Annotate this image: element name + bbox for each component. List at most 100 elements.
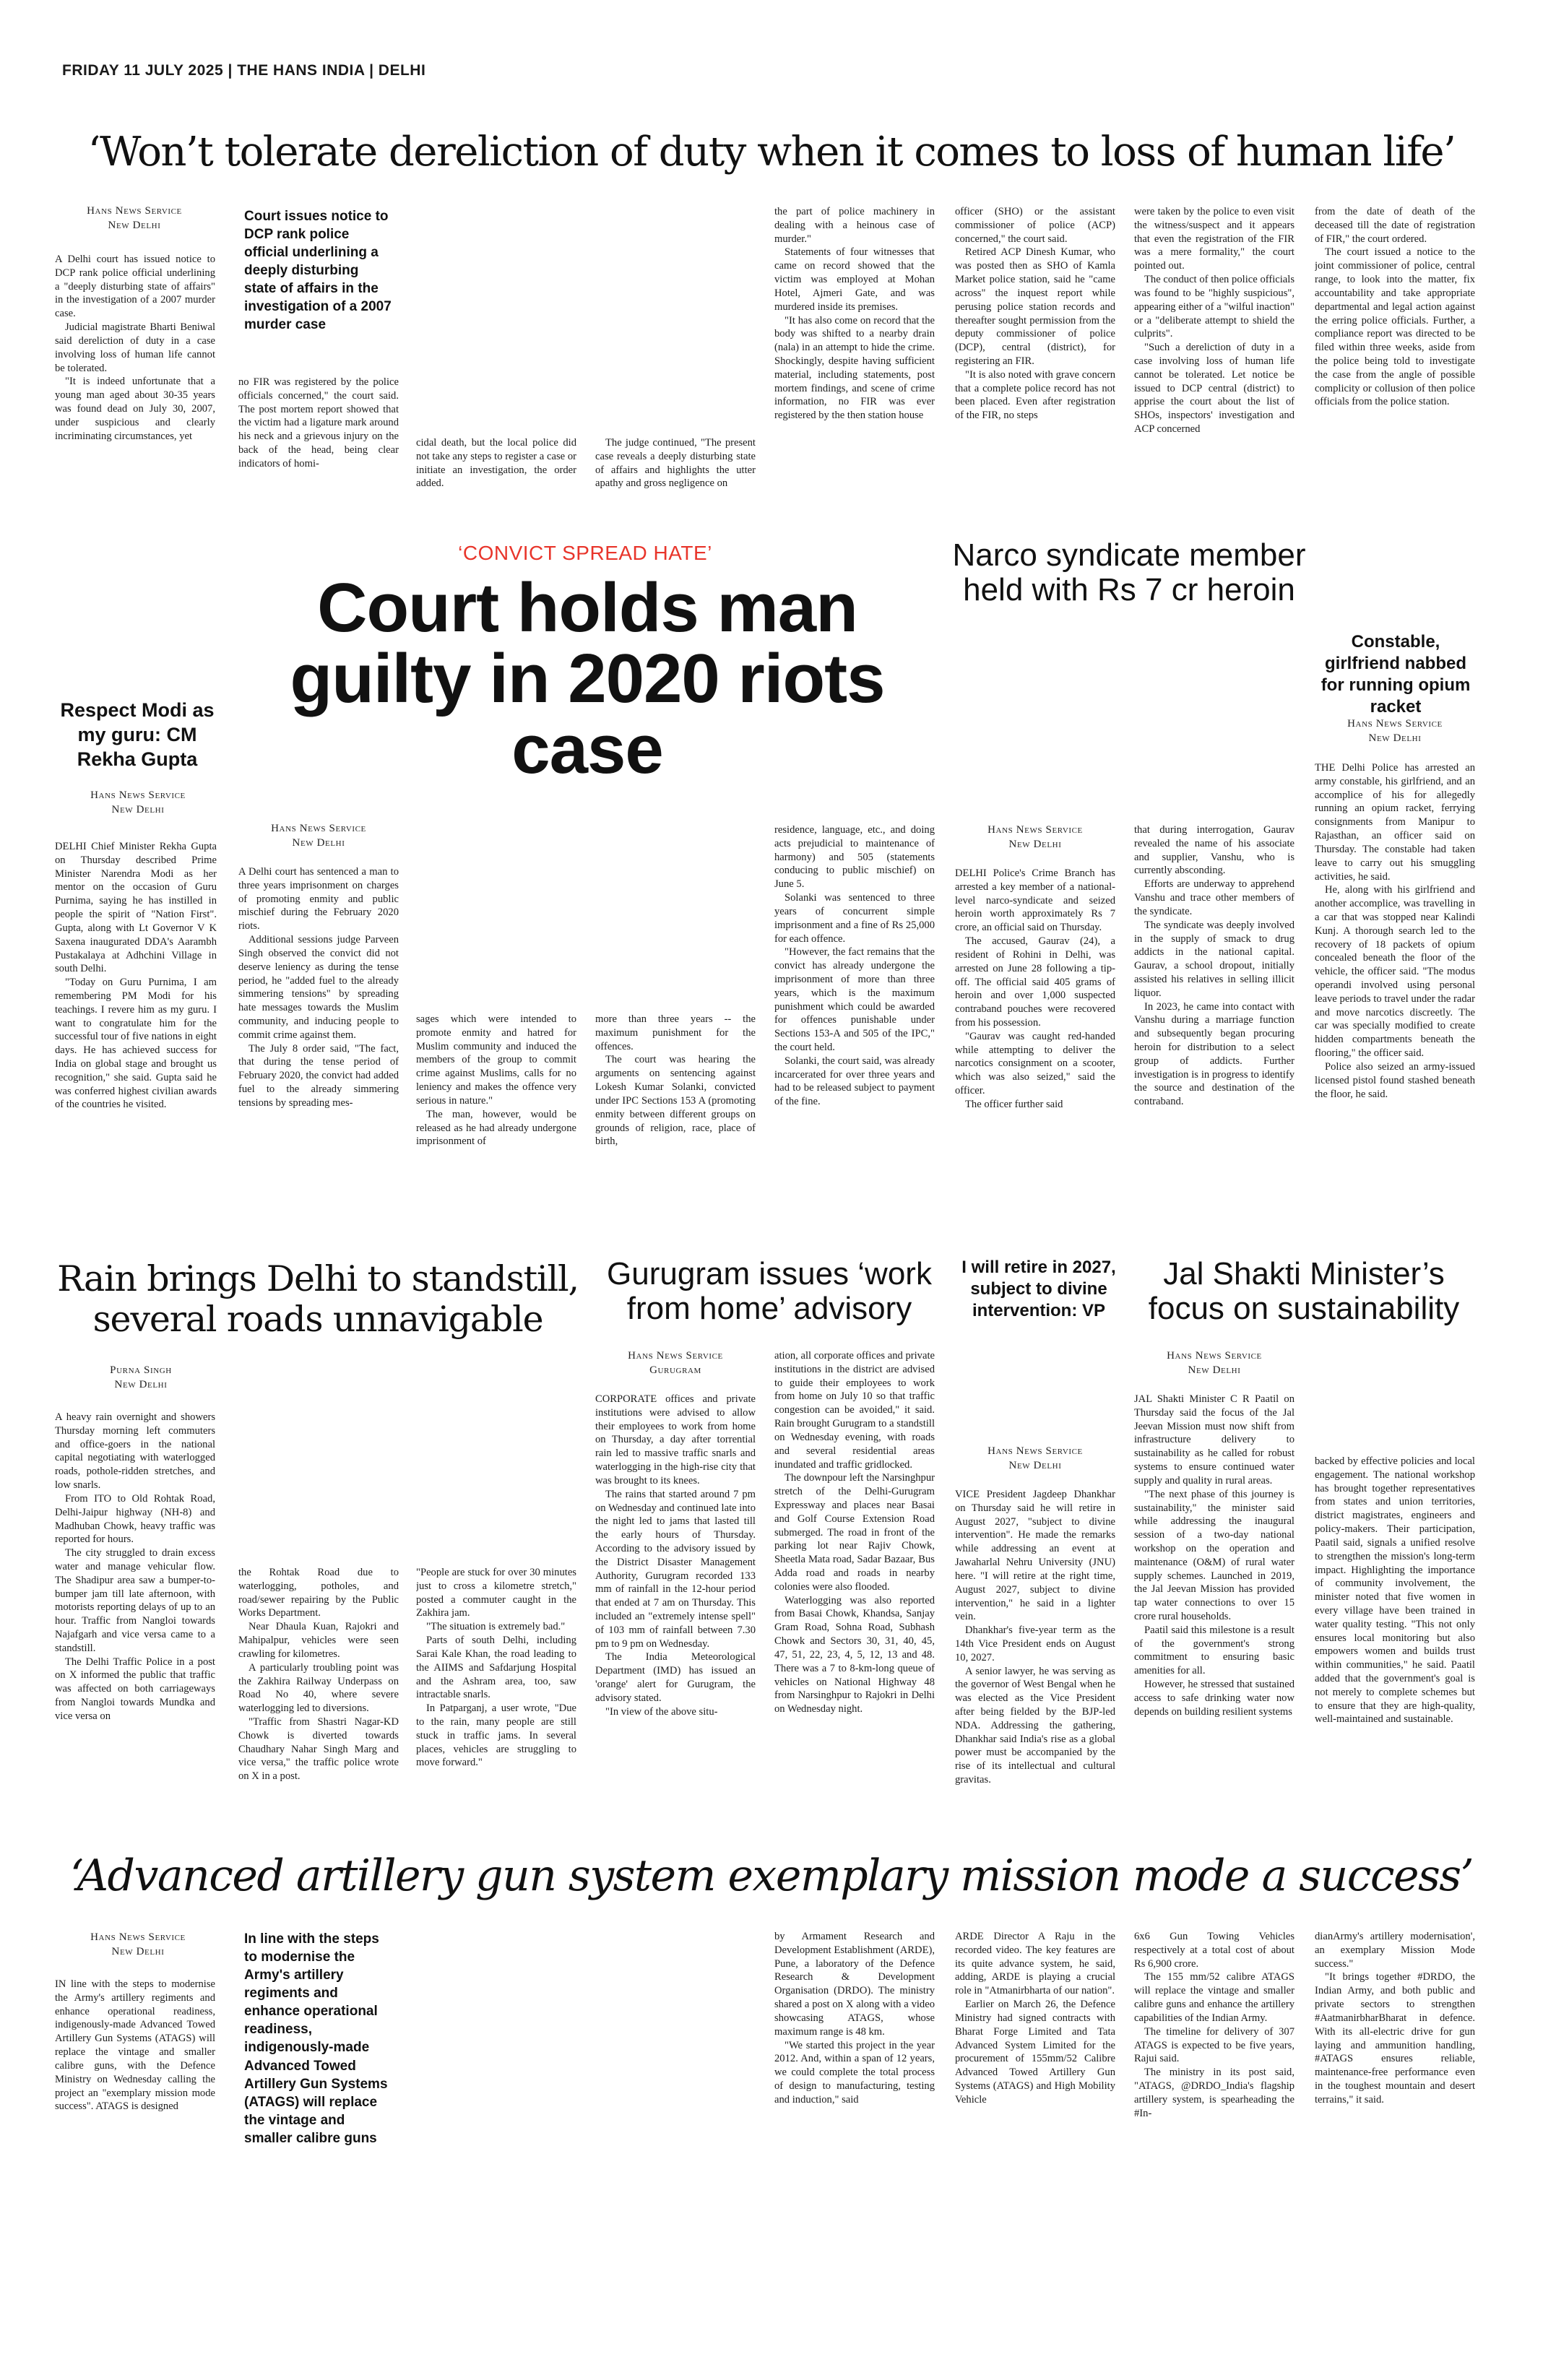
story3-byline-name: Hans News Service <box>271 823 366 834</box>
story9-col1-p3: Paatil said this milestone is a result o… <box>1134 1624 1295 1677</box>
story1-col5-p1: the part of police machinery in dealing … <box>774 206 935 245</box>
story1-headline: ‘Won’t tolerate dereliction of duty when… <box>87 129 1456 176</box>
story4-col2-p4: In 2023, he came into contact with Vansh… <box>1134 1000 1295 1108</box>
story3-byline-place: New Delhi <box>292 836 345 849</box>
story8-byline-place: New Delhi <box>1008 1459 1062 1471</box>
story3-kicker: ‘CONVICT SPREAD HATE’ <box>458 542 712 564</box>
story7-col2-p1: ation, all corporate offices and private… <box>774 1350 935 1471</box>
story10-col4-p3: The timeline for delivery of 307 ATAGS i… <box>1134 2025 1295 2065</box>
story1-byline: Hans News Service New Delhi <box>62 204 207 233</box>
story6-col3: "People are stuck for over 30 minutes ju… <box>416 1566 576 1812</box>
story3-col4-p1: residence, language, etc., and doing act… <box>774 824 935 891</box>
story7-col2: ation, all corporate offices and private… <box>774 1349 935 1812</box>
story6-col2-p2: Near Dhaula Kuan, Rajokri and Mahipalpur… <box>238 1621 399 1660</box>
story9-byline-name: Hans News Service <box>1167 1350 1262 1362</box>
story7-byline-place: Gurugram <box>649 1364 701 1376</box>
story3-col3-p1: more than three years -- the maximum pun… <box>595 1013 756 1052</box>
story7-col2-p3: Waterlogging was also reported from Basa… <box>774 1594 935 1715</box>
story4-col1-p3: "Gaurav was caught red-handed while atte… <box>955 1030 1115 1096</box>
story1-col7-p1: were taken by the police to even visit t… <box>1134 206 1295 272</box>
story1-col5: the part of police machinery in dealing … <box>774 205 935 519</box>
story2-byline: Hans News Service New Delhi <box>62 789 214 817</box>
story8-p2: Dhankhar's five-year term as the 14th Vi… <box>955 1624 1115 1663</box>
story5-p3: Police also seized an army-issued licens… <box>1315 1060 1475 1100</box>
story1-col7: were taken by the police to even visit t… <box>1134 205 1295 519</box>
story9-headline: Jal Shakti Minister’s focus on sustainab… <box>1148 1256 1460 1326</box>
story9-col1-p2: "The next phase of this journey is susta… <box>1134 1488 1295 1622</box>
story6-col3-p2: "The situation is extremely bad." <box>426 1621 566 1633</box>
story1-col7-p2: The conduct of then police officials was… <box>1134 274 1295 340</box>
story2-body: DELHI Chief Minister Rekha Gupta on Thur… <box>55 840 217 1265</box>
story10-col3-p2: Earlier on March 26, the Defence Ministr… <box>955 1999 1115 2106</box>
story7-col1-p4: "In view of the above situ- <box>605 1705 718 1718</box>
story6-col1-p2: From ITO to Old Rohtak Road, Delhi-Jaipu… <box>55 1492 215 1546</box>
story6-byline: Purna Singh New Delhi <box>65 1364 217 1392</box>
story10-col4-p1: 6x6 Gun Towing Vehicles respectively at … <box>1134 1931 1295 1970</box>
story6-col3-p4: In Patparganj, a user wrote, "Due to the… <box>416 1702 576 1769</box>
story1-pullquote: Court issues notice to DCP rank police o… <box>244 209 392 333</box>
story7-col1-p2: The rains that started around 7 pm on We… <box>595 1488 756 1650</box>
story3-col1: A Delhi court has sentenced a man to thr… <box>238 865 399 1263</box>
story10-col2-p2: "We started this project in the year 201… <box>774 2039 935 2106</box>
story7-byline: Hans News Service Gurugram <box>595 1349 756 1377</box>
story10-col5: dianArmy's artillery modernisation', an … <box>1315 1930 1475 2158</box>
story1-col6: officer (SHO) or the assistant commissio… <box>955 205 1115 519</box>
story1-col5-p3: "It has also come on record that the bod… <box>774 314 935 422</box>
story10-col3-p1: ARDE Director A Raju in the recorded vid… <box>955 1931 1115 1997</box>
story5-byline-name: Hans News Service <box>1347 718 1443 730</box>
story10-col4: 6x6 Gun Towing Vehicles respectively at … <box>1134 1930 1295 2158</box>
story1-col8: from the date of death of the deceased t… <box>1315 205 1475 519</box>
story10-col3: ARDE Director A Raju in the recorded vid… <box>955 1930 1115 2158</box>
story10-byline-name: Hans News Service <box>90 1931 186 1943</box>
story1-col1-p2: Judicial magistrate Bharti Beniwal said … <box>55 321 215 374</box>
story10-col1-text: IN line with the steps to modernise the … <box>55 1978 215 2113</box>
story3-col4: residence, language, etc., and doing act… <box>774 823 935 1263</box>
story6-col2: the Rohtak Road due to waterlogging, pot… <box>238 1566 399 1812</box>
story9-col2-text: backed by effective policies and local e… <box>1315 1455 1475 1726</box>
story8-p1: VICE President Jagdeep Dhankhar on Thurs… <box>955 1489 1115 1623</box>
story6-col1-p4: The Delhi Traffic Police in a post on X … <box>55 1656 215 1722</box>
story7-col1-p1: CORPORATE offices and private institutio… <box>595 1393 756 1487</box>
story1-col2: no FIR was registered by the police offi… <box>238 376 399 519</box>
story3-col3-p2: The court was hearing the arguments on s… <box>595 1054 756 1148</box>
story2-p2: "Today on Guru Purnima, I am remembering… <box>55 977 217 1111</box>
story4-col2-p2: Efforts are underway to apprehend Vanshu… <box>1134 878 1295 917</box>
story1-col6-p2: Retired ACP Dinesh Kumar, who was posted… <box>955 246 1115 367</box>
story3-col2: sages which were intended to promote enm… <box>416 1013 576 1263</box>
story4-col2-p1: that during interrogation, Gaurav reveal… <box>1134 824 1295 877</box>
story4-byline-name: Hans News Service <box>987 824 1083 836</box>
story3-col2-p2: The man, however, would be released as h… <box>416 1108 576 1148</box>
story8-byline-name: Hans News Service <box>987 1445 1083 1457</box>
story7-col2-p2: The downpour left the Narsinghpur stretc… <box>774 1472 935 1593</box>
story7-col1: CORPORATE offices and private institutio… <box>595 1393 756 1812</box>
story5-headline: Constable, girlfriend nabbed for running… <box>1321 632 1471 717</box>
story6-col1: A heavy rain overnight and showers Thurs… <box>55 1411 215 1812</box>
story1-col5-p2: Statements of four witnesses that came o… <box>774 246 935 313</box>
story1-col6-p3: "It is also noted with grave concern tha… <box>955 368 1115 422</box>
story10-pullquote: In line with the steps to modernise the … <box>244 1931 388 2146</box>
story3-col1-p3: The July 8 order said, "The fact, that d… <box>238 1042 399 1109</box>
story1-col1-p3: "It is indeed unfortunate that a young m… <box>55 376 215 442</box>
page-folio: FRIDAY 11 JULY 2025 | THE HANS INDIA | D… <box>62 62 426 79</box>
story4-col2: that during interrogation, Gaurav reveal… <box>1134 823 1295 1263</box>
story9-byline-place: New Delhi <box>1188 1364 1241 1376</box>
story8-p3: A senior lawyer, he was serving as the g… <box>955 1665 1115 1786</box>
story1-col3: cidal death, but the local police did no… <box>416 436 576 519</box>
story1-col7-p3: "Such a dereliction of duty in a case in… <box>1134 342 1295 435</box>
story6-byline-name: Purna Singh <box>110 1364 172 1376</box>
story6-col2-p3: A particularly troubling point was the Z… <box>238 1661 399 1715</box>
story6-col2-p4: "Traffic from Shastri Nagar-KD Chowk is … <box>238 1715 399 1783</box>
story10-col5-p1: dianArmy's artillery modernisation', an … <box>1315 1931 1475 1970</box>
story4-col1-p1: DELHI Police's Crime Branch has arrested… <box>955 867 1115 934</box>
story1-col4: The judge continued, "The present case r… <box>595 436 756 519</box>
story6-col1-p3: The city struggled to drain excess water… <box>55 1547 215 1654</box>
story1-byline-place: New Delhi <box>108 219 161 231</box>
story6-col3-p1: "People are stuck for over 30 minutes ju… <box>416 1567 576 1619</box>
story1-col6-p1: officer (SHO) or the assistant commissio… <box>955 206 1115 245</box>
story4-byline-place: New Delhi <box>1008 838 1062 850</box>
story4-headline: Narco syndicate member held with Rs 7 cr… <box>952 537 1306 607</box>
story10-byline-place: New Delhi <box>111 1945 165 1957</box>
story10-headline: ‘Advanced artillery gun system exemplary… <box>69 1851 1474 1901</box>
story8-body: VICE President Jagdeep Dhankhar on Thurs… <box>955 1488 1115 1812</box>
story3-col4-p3: "However, the fact remains that the conv… <box>774 946 935 1053</box>
